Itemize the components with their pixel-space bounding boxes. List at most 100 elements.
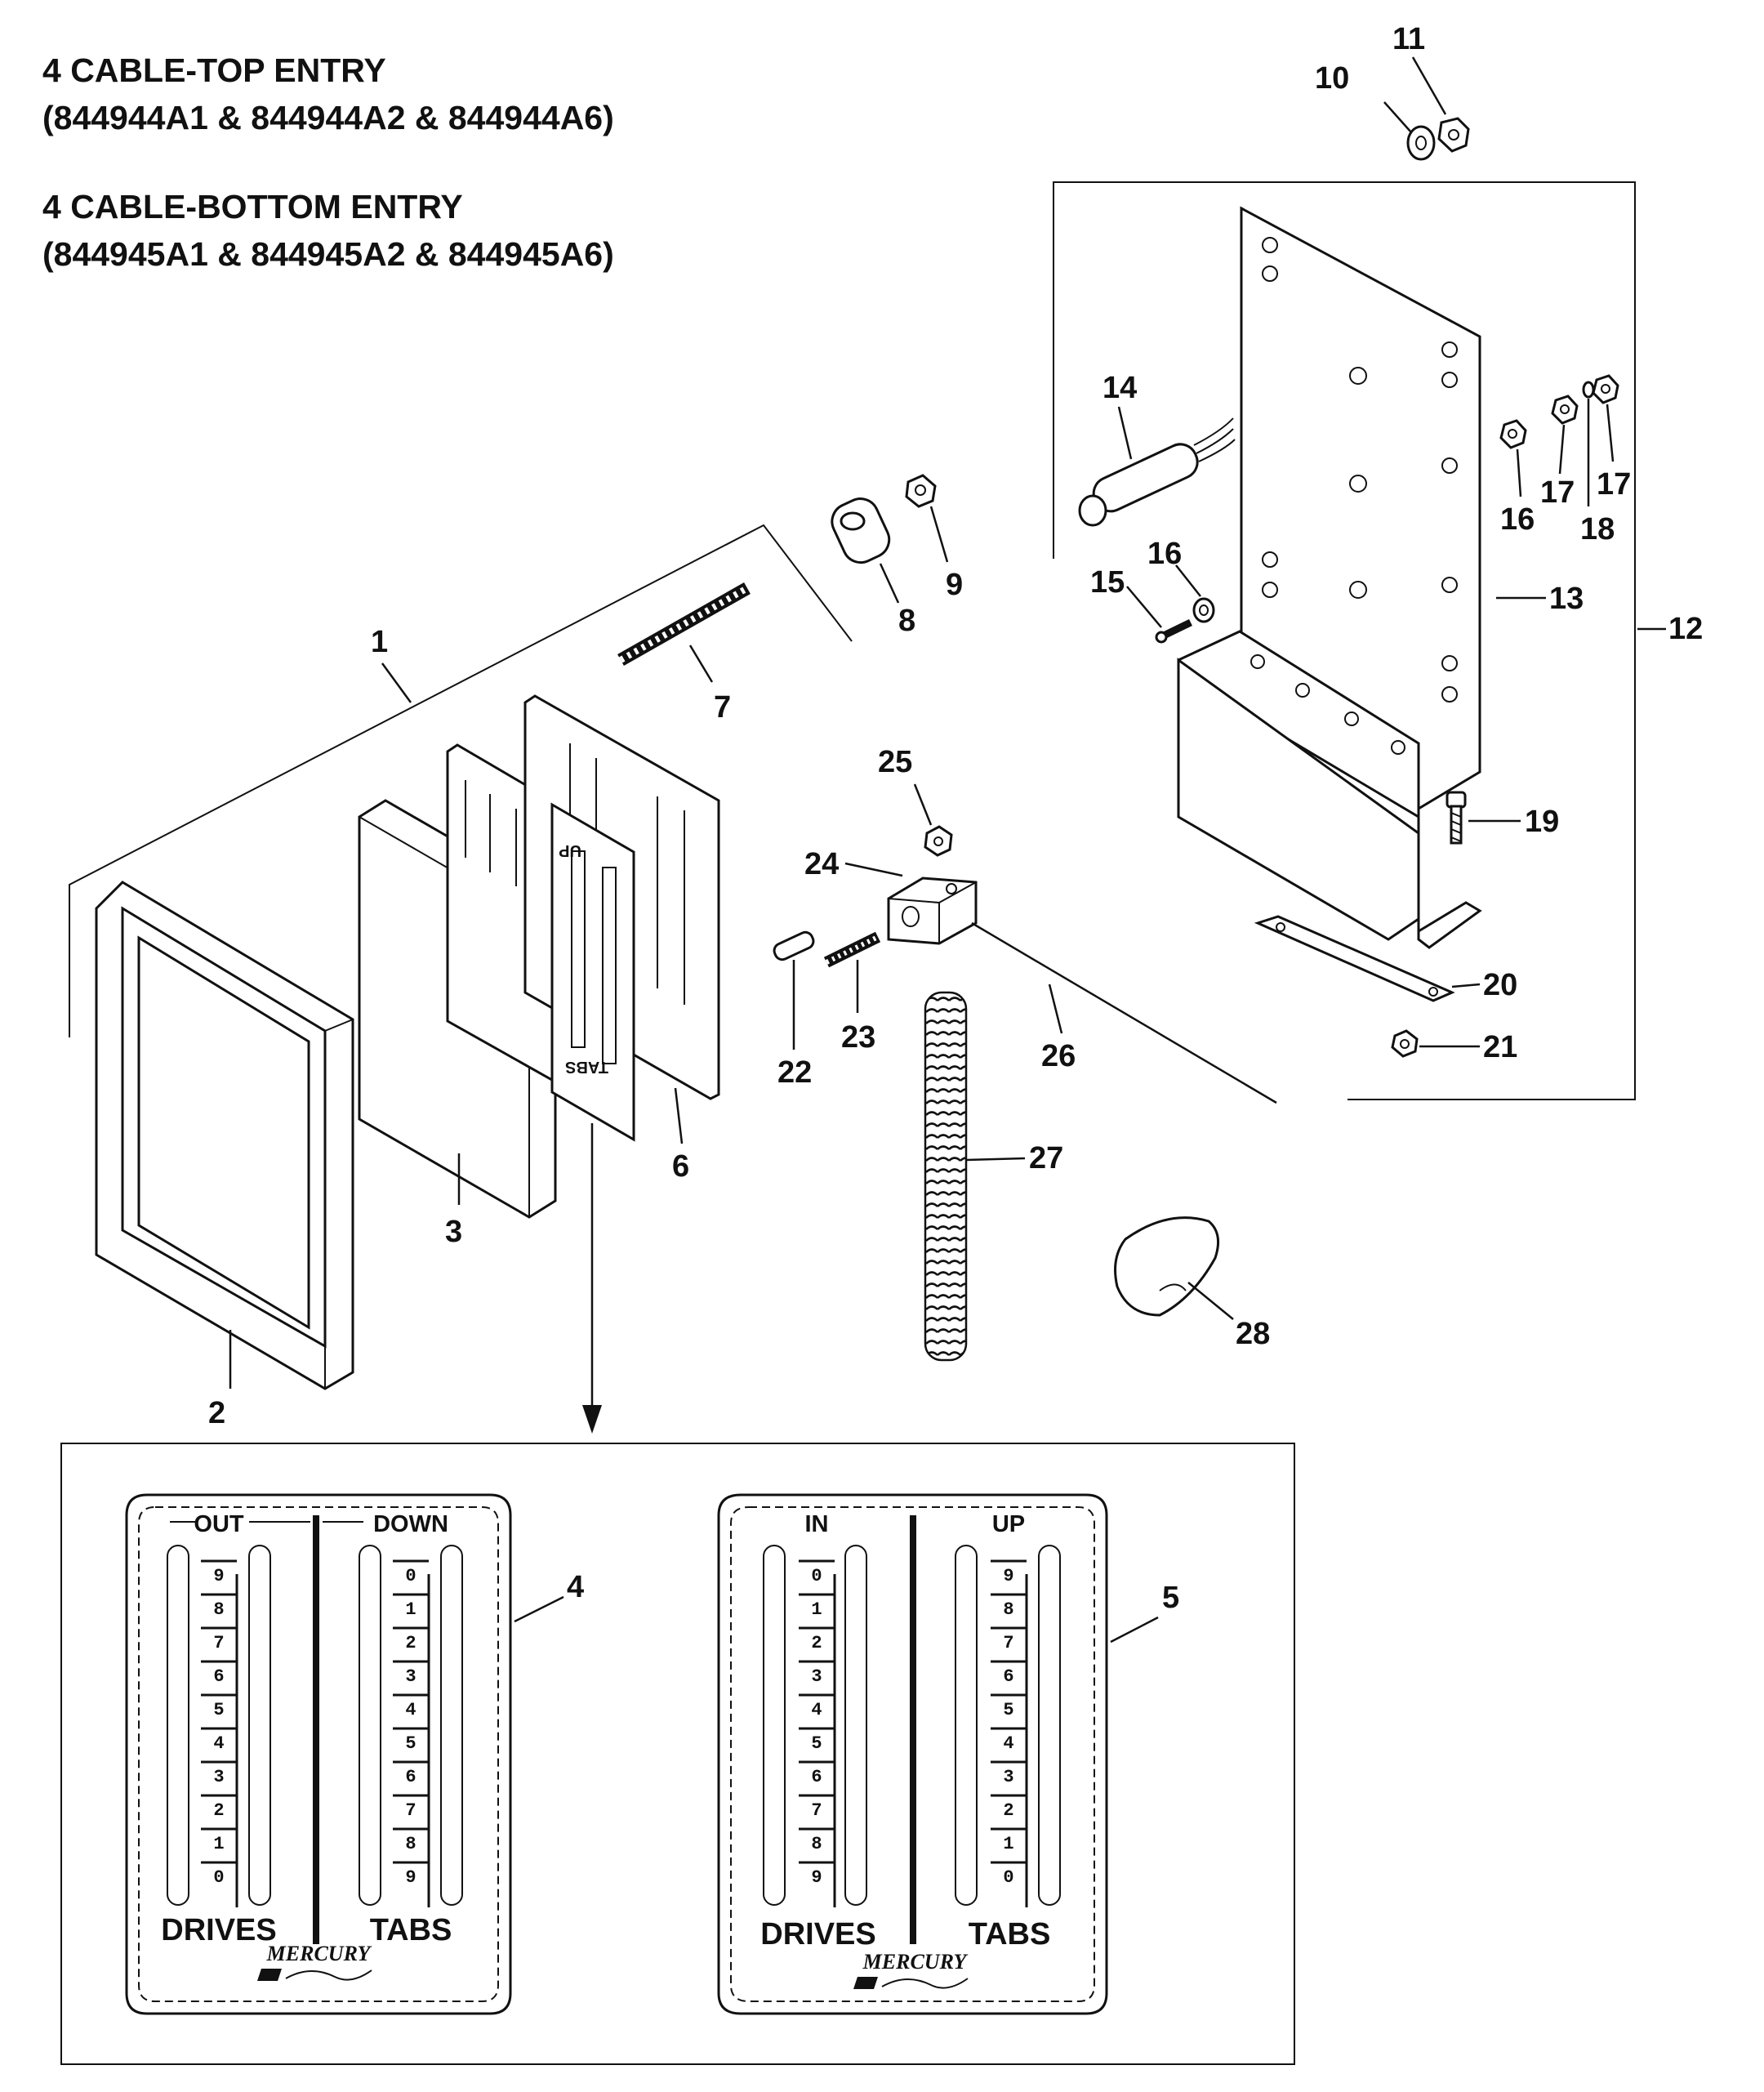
- strap-20: [1254, 915, 1455, 1002]
- callout-15: 15: [1090, 565, 1125, 600]
- nut-21: [1391, 1029, 1419, 1058]
- panel5-drives-scale-digit: 0: [811, 1566, 822, 1586]
- panel4-drives-scale-digit: 9: [213, 1566, 224, 1586]
- panel5-brand-swoosh: [881, 1978, 969, 1989]
- panel5-brand-racing-mark: [853, 1977, 878, 1989]
- callout-1: 1: [371, 625, 388, 659]
- callout-23: 23: [841, 1020, 875, 1055]
- leader-27: [965, 1157, 1026, 1162]
- callout-16-left: 16: [1147, 537, 1182, 571]
- panel4-drives-scale-digit: 2: [213, 1800, 224, 1821]
- callout-7: 7: [714, 690, 731, 725]
- leader-17-left: [1558, 424, 1566, 475]
- callout-11: 11: [1392, 22, 1425, 56]
- panel4-tabs-scale-digit: 2: [405, 1633, 416, 1653]
- housing-group-outline: [69, 524, 853, 1037]
- callout-14: 14: [1102, 371, 1137, 405]
- small-decal: UP TABS: [550, 802, 635, 1142]
- panel5-tabs-scale-digit: 4: [1003, 1733, 1013, 1754]
- panel5-tabs-scale-digit: 2: [1003, 1800, 1013, 1821]
- callout-20: 20: [1483, 968, 1517, 1002]
- panel4-drives-scale-digit: 0: [213, 1867, 224, 1888]
- nut-25: [924, 825, 953, 857]
- callout-5: 5: [1162, 1581, 1179, 1615]
- title-bottom-entry: 4 CABLE-BOTTOM ENTRY: [42, 188, 463, 225]
- small-decal-tabs: TABS: [565, 1058, 608, 1076]
- panel5-drives-scale-digit: 8: [811, 1834, 822, 1854]
- panel5-drives-scale-digit: 2: [811, 1633, 822, 1653]
- panel5-tabs-scale-digit: 7: [1003, 1633, 1013, 1653]
- knob-28: [1114, 1216, 1220, 1317]
- washer-18: [1582, 381, 1595, 399]
- nut-17-right: [1592, 374, 1619, 404]
- panel4-label-drives: DRIVES: [161, 1913, 276, 1947]
- panel5-tabs-scale-digit: 5: [1003, 1700, 1013, 1720]
- callout-25: 25: [878, 745, 912, 779]
- nut-17-left: [1551, 395, 1579, 425]
- decal-detail-box: [60, 1443, 1295, 2065]
- rod-26: [971, 921, 1277, 1104]
- nut-9: [905, 474, 937, 508]
- panel5-drives-scale-digit: 9: [811, 1867, 822, 1888]
- panel4-brand-racing-mark: [257, 1969, 282, 1981]
- panel4-drives-scale-digit: 1: [213, 1834, 224, 1854]
- title-bottom-entry-parts: (844945A1 & 844945A2 & 844945A6): [42, 235, 614, 273]
- screw-15: [1155, 618, 1192, 644]
- leader-26: [1048, 984, 1063, 1034]
- panel4-tabs-scale-digit: 4: [405, 1700, 416, 1720]
- leader-25: [913, 783, 933, 826]
- panel4-drives-scale-digit: 5: [213, 1700, 224, 1720]
- panel5-brand-logo: MERCURY: [862, 1950, 969, 1974]
- panel4-tabs-scale-digit: 7: [405, 1800, 416, 1821]
- callout-17-left: 17: [1540, 475, 1575, 510]
- callout-8: 8: [898, 604, 915, 638]
- panel4-tabs-scale-digit: 1: [405, 1599, 416, 1620]
- leader-5: [1110, 1616, 1159, 1644]
- panel4-tabs-scale-digit: 0: [405, 1566, 416, 1586]
- spacer: [831, 497, 891, 564]
- callout-16-right: 16: [1500, 502, 1535, 537]
- detail-arrow-head: [582, 1405, 602, 1434]
- leader-11: [1411, 56, 1447, 115]
- leader-14: [1117, 406, 1133, 460]
- panel4-tabs-scale-digit: 6: [405, 1767, 416, 1787]
- panel5-drives-scale-digit: 1: [811, 1599, 822, 1620]
- panel4-drives-scale-digit: 7: [213, 1633, 224, 1653]
- panel4-header-down: DOWN: [373, 1511, 448, 1537]
- mounting-bracket: [1177, 206, 1482, 949]
- leader-24: [844, 862, 903, 877]
- callout-24: 24: [804, 847, 839, 881]
- callout-21: 21: [1483, 1030, 1517, 1064]
- leader-7: [688, 645, 714, 683]
- panel5-drives-scale-digit: 4: [811, 1700, 822, 1720]
- washer-16-right: [1499, 419, 1527, 449]
- panel5-label-tabs: TABS: [969, 1917, 1051, 1951]
- title-top-entry: 4 CABLE-TOP ENTRY: [42, 51, 386, 89]
- panel4-tabs-scale-digit: 8: [405, 1834, 416, 1854]
- pin-22: [773, 930, 815, 961]
- washer-16-left: [1192, 597, 1215, 623]
- spring-27: [924, 991, 968, 1362]
- callout-4: 4: [567, 1570, 584, 1604]
- callout-6: 6: [672, 1149, 689, 1184]
- panel5-label-drives: DRIVES: [760, 1917, 875, 1951]
- panel5-tabs-scale-digit: 6: [1003, 1666, 1013, 1687]
- panel4-tabs-scale-digit: 3: [405, 1666, 416, 1687]
- panel5-tabs-scale-digit: 9: [1003, 1566, 1013, 1586]
- panel5-header-in: IN: [805, 1511, 829, 1537]
- leader-9: [929, 506, 949, 563]
- screw: [617, 582, 751, 666]
- leader-10: [1383, 101, 1412, 133]
- leader-1: [381, 662, 412, 703]
- block-24: [887, 876, 978, 945]
- leader-16-right: [1516, 448, 1522, 497]
- panel4-tabs-scale-digit: 5: [405, 1733, 416, 1754]
- callout-17-right: 17: [1597, 467, 1631, 502]
- washer-10: [1406, 125, 1436, 161]
- callout-10: 10: [1315, 61, 1349, 96]
- panel4-label-tabs: TABS: [370, 1913, 452, 1947]
- panel5-tabs-scale-digit: 3: [1003, 1767, 1013, 1787]
